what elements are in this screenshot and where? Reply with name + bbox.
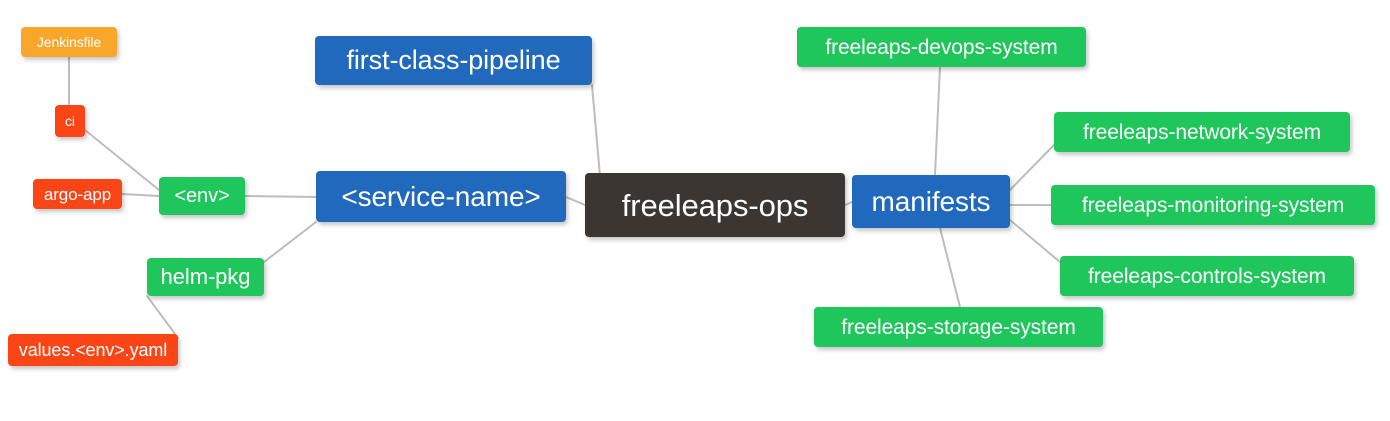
edge-manifests-to-network-system: [1009, 144, 1055, 191]
node-label: first-class-pipeline: [346, 45, 561, 75]
node-label: freeleaps-network-system: [1082, 120, 1321, 144]
node-monitoring-system[interactable]: freeleaps-monitoring-system: [1051, 185, 1375, 225]
node-label: freeleaps-devops-system: [825, 35, 1058, 59]
node-label: freeleaps-storage-system: [841, 315, 1076, 339]
node-service-name[interactable]: <service-name>: [316, 171, 566, 222]
node-values-yaml[interactable]: values.<env>.yaml: [8, 334, 178, 366]
node-network-system[interactable]: freeleaps-network-system: [1054, 112, 1350, 152]
edge-root-to-service-name: [565, 196, 586, 206]
node-label: <env>: [174, 185, 230, 207]
node-jenkinsfile[interactable]: Jenkinsfile: [21, 27, 117, 57]
node-label: ci: [65, 113, 75, 129]
node-controls-system[interactable]: freeleaps-controls-system: [1060, 256, 1354, 296]
edge-root-to-manifests: [844, 201, 853, 206]
edge-manifests-to-storage-system: [939, 227, 961, 308]
node-label: manifests: [871, 185, 991, 217]
node-devops-system[interactable]: freeleaps-devops-system: [797, 27, 1086, 67]
node-storage-system[interactable]: freeleaps-storage-system: [814, 307, 1103, 347]
node-manifests[interactable]: manifests: [852, 175, 1010, 228]
node-label: freeleaps-ops: [621, 187, 809, 223]
node-ci[interactable]: ci: [55, 105, 85, 137]
node-label: values.<env>.yaml: [18, 340, 168, 360]
node-root[interactable]: freeleaps-ops: [585, 173, 845, 237]
node-label: freeleaps-controls-system: [1088, 264, 1326, 288]
edge-env-to-argo-app: [121, 193, 160, 197]
node-label: helm-pkg: [160, 264, 251, 289]
edge-service-name-to-helm-pkg: [263, 221, 317, 263]
node-label: freeleaps-monitoring-system: [1081, 193, 1345, 217]
edge-helm-pkg-to-values-yaml: [146, 295, 179, 339]
node-argo-app[interactable]: argo-app: [33, 179, 122, 209]
edge-manifests-to-devops-system: [934, 66, 941, 176]
node-pipeline[interactable]: first-class-pipeline: [315, 36, 592, 85]
node-label: <service-name>: [341, 180, 541, 212]
node-label: Jenkinsfile: [36, 34, 102, 50]
node-label: argo-app: [43, 184, 112, 204]
edge-service-name-to-env: [244, 195, 317, 198]
node-env[interactable]: <env>: [159, 177, 245, 215]
edge-root-to-pipeline: [591, 84, 601, 177]
node-helm-pkg[interactable]: helm-pkg: [147, 258, 264, 296]
edge-manifests-to-controls-system: [1009, 219, 1061, 263]
